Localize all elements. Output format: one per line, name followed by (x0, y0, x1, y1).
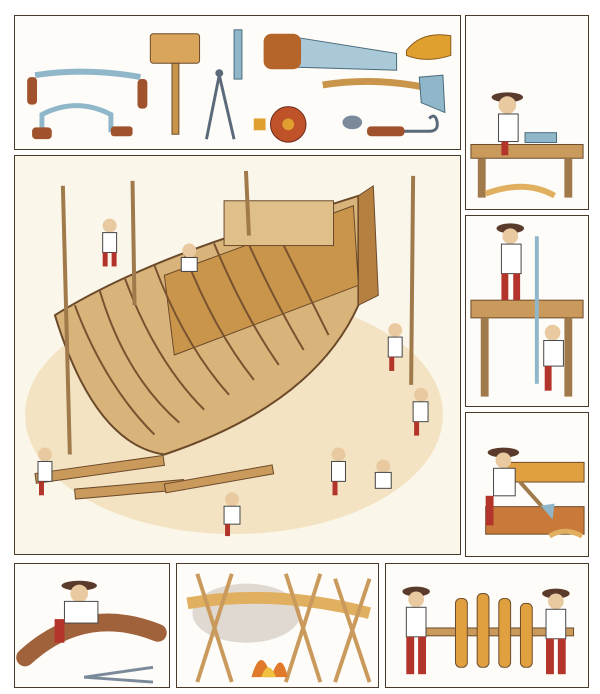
planing-panel (465, 15, 589, 210)
compass-icon (205, 69, 236, 140)
tools-illustration (27, 29, 452, 143)
pit-saw-illustration (470, 223, 584, 397)
carrying-frame-illustration (402, 586, 575, 675)
drawknife-icon (27, 68, 148, 109)
ship-hull-panel (14, 155, 461, 555)
pit-saw-panel (465, 215, 589, 407)
workers (37, 218, 429, 537)
carrying-frame-panel (385, 563, 589, 688)
bending-timber-illustration (186, 573, 372, 683)
tools-panel (14, 15, 461, 150)
chisel-icon (233, 29, 243, 80)
keel-timbers (34, 454, 275, 500)
brace-drill-icon (32, 103, 133, 140)
hull-illustration (25, 170, 443, 537)
plane-tool-icon (405, 34, 452, 60)
bending-timber-panel (176, 563, 379, 688)
scaffold-poles (60, 170, 416, 455)
curved-log-illustration (16, 580, 167, 684)
planing-illustration (470, 92, 584, 199)
mallet-icon (149, 33, 201, 135)
curved-log-panel (14, 563, 170, 688)
chalk-line-reel-icon (253, 106, 363, 143)
hewing-panel (465, 412, 589, 557)
saw-icon (263, 33, 398, 71)
hewing-illustration (485, 447, 585, 539)
hook-auger-icon (367, 114, 439, 137)
axe-icon (322, 74, 446, 114)
ship-hull (53, 184, 379, 456)
fire-icon (251, 659, 288, 678)
